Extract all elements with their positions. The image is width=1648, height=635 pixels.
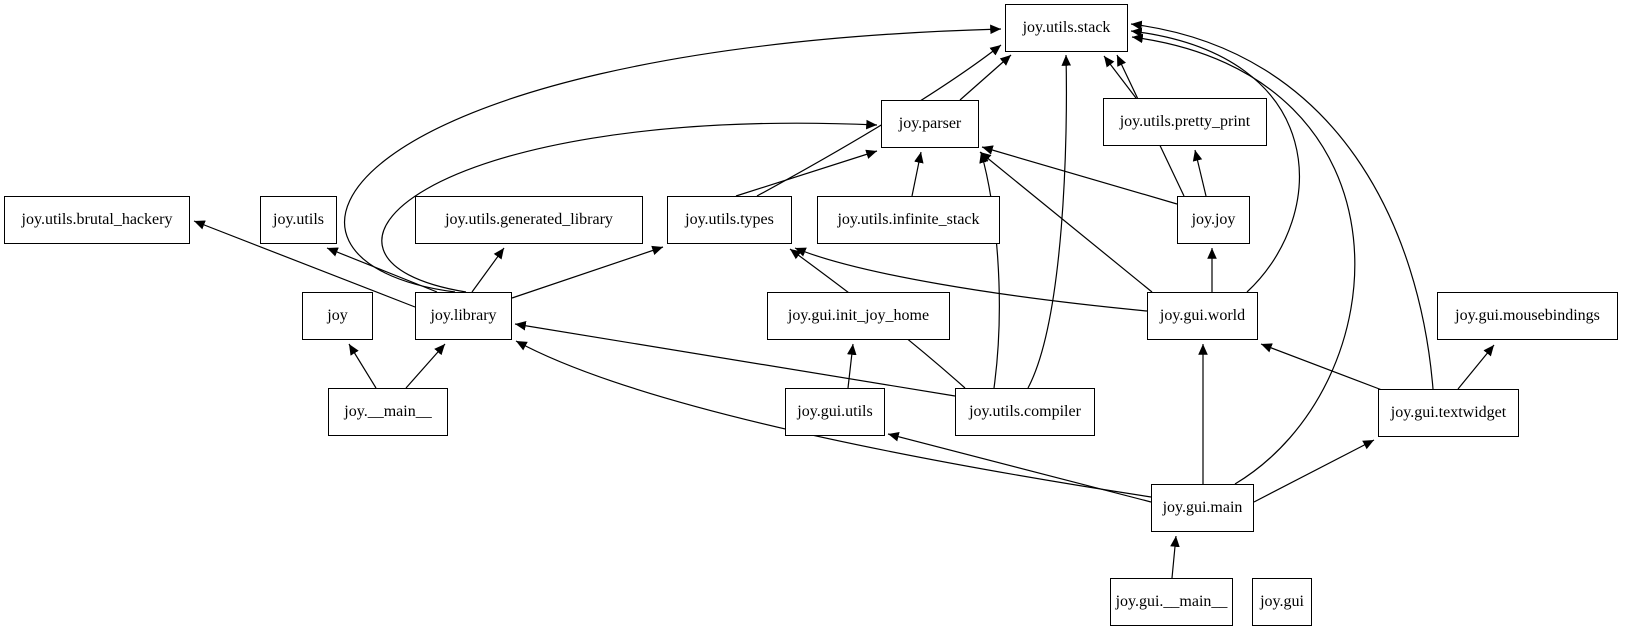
edge-joy-utils-compiler-to-joy-utils-stack: [1027, 54, 1072, 389]
edge-joy-gui-main-to-joy-gui-utils: [887, 432, 1152, 503]
edge-joy-library-to-joy-utils-stack: [344, 24, 1002, 293]
edge-joy-gui-textwidget-to-joy-utils-stack: [1130, 20, 1434, 390]
edge-joy-utils-infinite_stack-to-joy-parser: [911, 151, 924, 197]
node-joy-__main__: joy.__main__: [328, 388, 448, 436]
node-joy-parser: joy.parser: [881, 100, 979, 148]
node-joy-gui-textwidget: joy.gui.textwidget: [1378, 389, 1519, 437]
edge-joy-gui-main-to-joy-utils-stack: [1131, 33, 1356, 485]
node-joy: joy: [302, 292, 373, 340]
node-joy-utils-infinite_stack: joy.utils.infinite_stack: [817, 196, 1000, 244]
node-joy-utils-generated_library: joy.utils.generated_library: [415, 196, 643, 244]
node-joy-gui-mousebindings: joy.gui.mousebindings: [1437, 292, 1618, 340]
edge-joy-__main__-to-joy-library: [405, 343, 446, 389]
edge-joy-joy-to-joy-utils-pretty_print: [1192, 149, 1207, 197]
node-joy-joy: joy.joy: [1177, 196, 1250, 244]
edge-joy-gui-__main__-to-joy-gui-main: [1170, 535, 1180, 579]
edge-joy-gui-textwidget-to-joy-gui-mousebindings: [1457, 344, 1495, 390]
edge-joy-joy-to-joy-parser: [981, 145, 1178, 205]
edge-joy-utils-compiler-to-joy-parser: [979, 151, 1000, 389]
node-joy-utils-brutal_hackery: joy.utils.brutal_hackery: [4, 196, 190, 244]
edge-joy-library-to-joy-utils-brutal_hackery: [193, 220, 416, 308]
node-joy-utils-pretty_print: joy.utils.pretty_print: [1103, 98, 1267, 146]
node-joy-utils-stack: joy.utils.stack: [1005, 4, 1128, 52]
edge-joy-gui-world-to-joy-utils-stack: [1130, 27, 1300, 293]
edge-joy-parser-to-joy-utils-stack: [959, 54, 1012, 101]
node-joy-library: joy.library: [415, 292, 512, 340]
edge-joy-gui-utils-to-joy-gui-init_joy_home: [847, 343, 857, 389]
node-joy-utils-types: joy.utils.types: [667, 196, 792, 244]
edge-joy-library-to-joy-parser: [381, 119, 878, 293]
edge-joy-utils-types-to-joy-parser: [735, 149, 878, 197]
node-joy-gui-__main__: joy.gui.__main__: [1110, 578, 1233, 626]
node-joy-utils-compiler: joy.utils.compiler: [955, 388, 1095, 436]
node-joy-utils: joy.utils: [260, 196, 337, 244]
edge-joy-library-to-joy-utils-generated_library: [471, 247, 505, 293]
node-joy-gui-main: joy.gui.main: [1151, 484, 1254, 532]
node-joy-gui: joy.gui: [1252, 578, 1312, 626]
node-joy-gui-world: joy.gui.world: [1147, 292, 1258, 340]
edge-joy-utils-compiler-to-joy-library: [514, 321, 956, 397]
node-joy-gui-init_joy_home: joy.gui.init_joy_home: [767, 292, 950, 340]
edge-joy-__main__-to-joy: [348, 343, 377, 389]
edge-joy-utils-pretty_print-to-joy-utils-stack: [1103, 55, 1137, 99]
edge-group: [193, 20, 1495, 579]
edge-joy-gui-world-to-joy-utils-types: [794, 247, 1148, 312]
edge-joy-library-to-joy-utils-types: [511, 245, 664, 299]
edge-joy-gui-textwidget-to-joy-gui-world: [1260, 343, 1383, 391]
edge-joy-gui-main-to-joy-library: [515, 340, 1152, 498]
edge-joy-gui-world-to-joy-parser: [979, 151, 1153, 293]
node-joy-gui-utils: joy.gui.utils: [785, 388, 885, 436]
edge-joy-gui-main-to-joy-gui-textwidget: [1253, 439, 1375, 503]
